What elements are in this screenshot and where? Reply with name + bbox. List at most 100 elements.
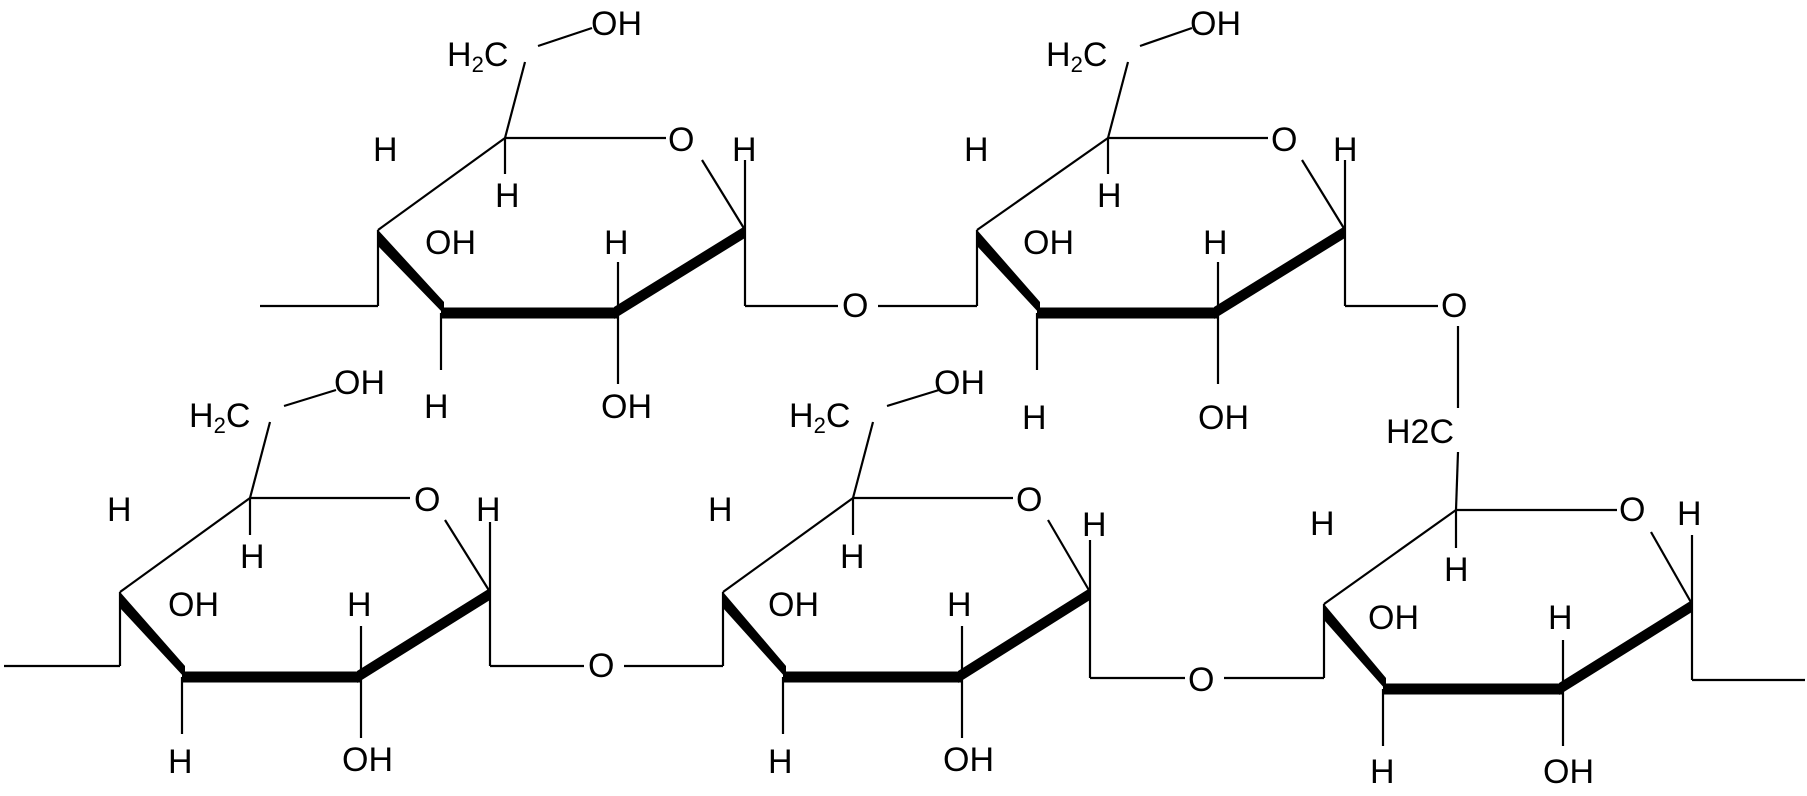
wedge-c2-c1 <box>357 588 490 683</box>
label-hydroxyl: OH <box>591 5 642 43</box>
label-hydroxyl: OH <box>168 586 219 624</box>
bond-ch2-oh <box>537 26 593 48</box>
wedge-c4-c3 <box>1324 604 1386 690</box>
label-bridge-oxygen: O <box>588 647 614 685</box>
label-hydroxyl: OH <box>768 586 819 624</box>
label-hydroxyl: OH <box>934 364 985 402</box>
wedge-c2-c1 <box>958 588 1090 683</box>
label-h: H <box>708 491 733 529</box>
ring-bond-o-c1 <box>1047 519 1091 593</box>
wedge-c2-c1 <box>614 226 745 319</box>
label-hydroxyl: OH <box>425 224 476 262</box>
label-bridge-oxygen: O <box>1188 661 1214 699</box>
label-h: H <box>1370 753 1395 791</box>
label-ring-oxygen: O <box>414 481 440 519</box>
wedge-c4-c3 <box>378 230 444 314</box>
bond-ch2-oh <box>1139 26 1193 48</box>
methylene-subscript: 2 <box>1071 52 1083 77</box>
methylene-subscript: 2 <box>472 52 484 77</box>
label-h: H <box>1022 399 1047 437</box>
label-ring-oxygen: O <box>1619 491 1645 529</box>
label-hydroxyl: OH <box>334 364 385 402</box>
label-hydroxyl: OH <box>342 741 393 779</box>
label-h: H <box>1333 131 1358 169</box>
label-hydroxyl: OH <box>943 741 994 779</box>
label-h: H <box>732 131 757 169</box>
label-ring-oxygen: O <box>1016 481 1042 519</box>
sugar-unit-bottom-left: H H O H OH H H OH OH H2C <box>4 364 584 781</box>
label-h: H <box>107 491 132 529</box>
label-h: H <box>347 586 372 624</box>
label-h: H <box>168 743 193 781</box>
sugar-unit-top-right: H H O H OH H H OH OH H2C <box>964 5 1438 437</box>
label-methylene: H2C <box>789 397 850 438</box>
methylene-h: H <box>189 397 214 435</box>
bond-c5-ch2 <box>1106 61 1130 139</box>
label-h: H <box>840 538 865 576</box>
ring-bond-c4-c5 <box>976 137 1109 231</box>
label-hydroxyl: OH <box>1190 5 1241 43</box>
label-bridge-oxygen: O <box>842 287 868 325</box>
label-hydroxyl: OH <box>1543 753 1594 791</box>
label-h: H <box>1310 505 1335 543</box>
label-h: H <box>1082 506 1107 544</box>
bond-c5-ch2 <box>851 421 875 499</box>
label-h: H <box>424 388 449 426</box>
label-h: H <box>495 177 520 215</box>
label-methylene: H2C <box>189 397 250 438</box>
label-h: H <box>240 538 265 576</box>
ring-bond-c4-c5 <box>722 497 854 593</box>
ring-bond-c4-c5 <box>119 497 251 593</box>
sugar-unit-bottom-middle: H H O H OH H H OH OH H2C <box>708 364 1185 781</box>
label-h: H <box>373 131 398 169</box>
ring-bond-o-c1 <box>1301 159 1346 231</box>
label-methylene: H2C <box>1046 36 1107 77</box>
sugar-unit-top-left: H H O H OH H H OH OH H2C <box>260 5 838 426</box>
methylene-h: H <box>789 397 814 435</box>
label-hydroxyl: OH <box>601 388 652 426</box>
label-hydroxyl: OH <box>1023 224 1074 262</box>
methylene-c: C <box>484 36 509 74</box>
label-h: H <box>947 586 972 624</box>
label-h: H <box>964 131 989 169</box>
methylene-subscript: 2 <box>814 413 826 438</box>
methylene-c: C <box>1083 36 1108 74</box>
methylene-c: C <box>226 397 251 435</box>
label-h: H <box>1677 495 1702 533</box>
wedge-c2-c1 <box>1214 226 1345 319</box>
bond-c5-ch2 <box>503 61 527 139</box>
label-h: H <box>1203 224 1228 262</box>
ring-bond-o-c1 <box>1650 531 1693 605</box>
bond-ch2-oh <box>886 388 940 408</box>
label-h: H <box>1548 599 1573 637</box>
methylene-h: H <box>447 36 472 74</box>
bond-ch2-oh <box>283 388 337 408</box>
bond-c5-ch2 <box>1454 451 1460 511</box>
label-methylene: H2C <box>447 36 508 77</box>
label-ring-oxygen: O <box>1271 121 1297 159</box>
methylene-subscript: 2 <box>214 413 226 438</box>
wedge-c4-c3 <box>120 592 185 678</box>
ring-bond-c4-c5 <box>377 137 506 231</box>
label-hydroxyl: OH <box>1368 599 1419 637</box>
wedge-c2-c1 <box>1559 600 1692 695</box>
label-h: H <box>1444 551 1469 589</box>
label-h: H <box>476 491 501 529</box>
label-methylene-plain: H2C <box>1386 413 1454 451</box>
label-h: H <box>768 743 793 781</box>
label-bridge-oxygen: O <box>1441 287 1467 325</box>
label-h: H <box>604 224 629 262</box>
ring-bond-o-c1 <box>701 159 746 231</box>
methylene-h: H <box>1046 36 1071 74</box>
wedge-c4-c3 <box>723 592 786 678</box>
label-hydroxyl: OH <box>1198 399 1249 437</box>
sugar-unit-bottom-right: H H O H OH H H OH <box>1310 451 1805 791</box>
bond-c5-ch2 <box>248 421 272 499</box>
ring-bond-o-c1 <box>444 519 491 593</box>
label-h: H <box>1097 177 1122 215</box>
label-ring-oxygen: O <box>668 121 694 159</box>
wedge-c4-c3 <box>977 230 1040 314</box>
methylene-c: C <box>826 397 851 435</box>
